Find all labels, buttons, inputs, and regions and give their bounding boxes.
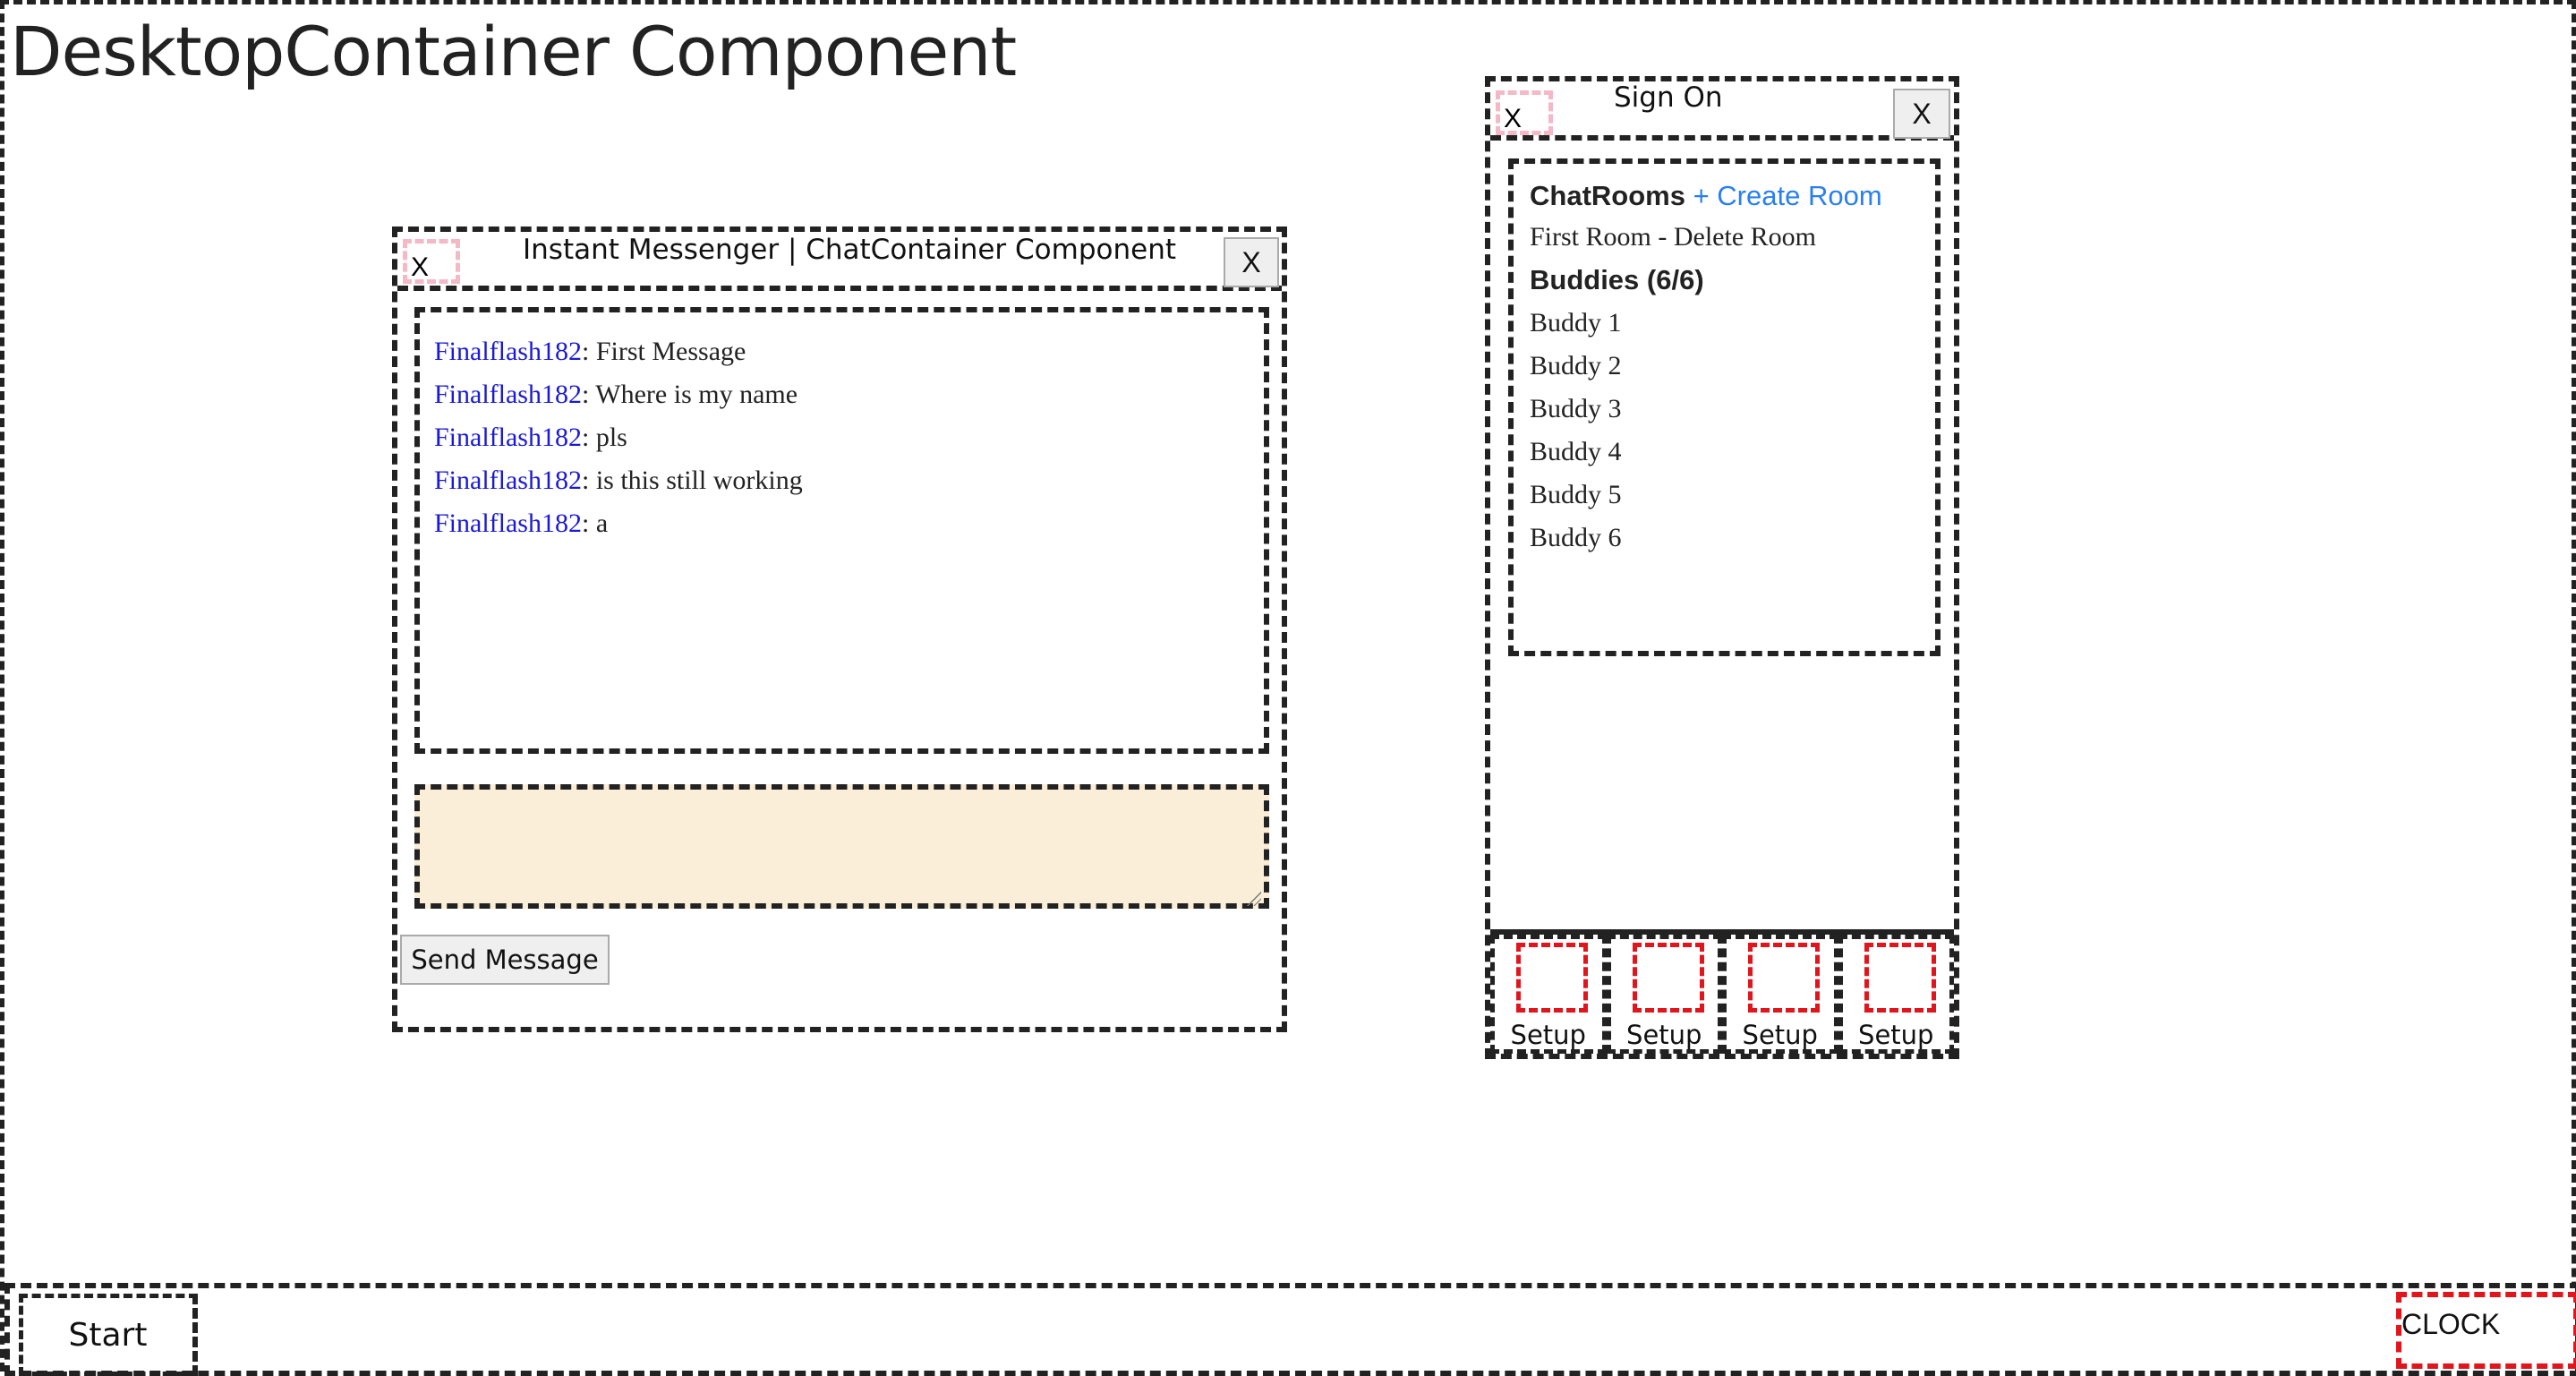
- message-username[interactable]: Finalflash182: [434, 509, 582, 538]
- message-username[interactable]: Finalflash182: [434, 380, 582, 409]
- setup-button[interactable]: Setup: [1490, 935, 1607, 1054]
- buddy-item[interactable]: Buddy 4: [1530, 437, 1622, 466]
- create-room-link[interactable]: + Create Room: [1693, 180, 1882, 211]
- buddy-list: ChatRooms + Create Room First Room - Del…: [1508, 158, 1941, 656]
- desktop-title: DesktopContainer Component: [10, 12, 1017, 91]
- signon-window-title: Sign On: [1614, 81, 1723, 114]
- im-window: X Instant Messenger | ChatContainer Comp…: [392, 226, 1287, 1032]
- setup-label: Setup: [1510, 1020, 1586, 1050]
- chatrooms-label: ChatRooms: [1530, 180, 1685, 211]
- message-input[interactable]: [414, 784, 1269, 909]
- setup-icon: [1748, 943, 1820, 1013]
- chatrooms-heading: ChatRooms + Create Room: [1530, 176, 1935, 216]
- im-window-title: Instant Messenger | ChatContainer Compon…: [523, 234, 1176, 266]
- signon-minimize-button[interactable]: X: [1496, 90, 1553, 135]
- setup-label: Setup: [1858, 1020, 1934, 1050]
- setup-button[interactable]: Setup: [1722, 935, 1838, 1054]
- buddy-item[interactable]: Buddy 1: [1530, 308, 1622, 338]
- setup-button[interactable]: Setup: [1606, 935, 1722, 1054]
- message-item: Finalflash182: pls: [434, 416, 1264, 459]
- setup-icon: [1864, 943, 1936, 1013]
- clock: CLOCK: [2396, 1292, 2576, 1369]
- send-message-button[interactable]: Send Message: [400, 935, 610, 985]
- message-item: Finalflash182: First Message: [434, 330, 1264, 373]
- message-username[interactable]: Finalflash182: [434, 466, 582, 495]
- setup-bar: Setup Setup Setup Setup: [1490, 929, 1954, 1054]
- im-close-button[interactable]: X: [1224, 237, 1279, 287]
- message-list: Finalflash182: First Message Finalflash1…: [414, 307, 1269, 754]
- buddies-heading: Buddies (6/6): [1530, 264, 1704, 295]
- signon-close-button[interactable]: X: [1893, 89, 1950, 139]
- im-titlebar[interactable]: X Instant Messenger | ChatContainer Comp…: [397, 232, 1282, 291]
- buddy-item[interactable]: Buddy 5: [1530, 480, 1622, 509]
- message-text: : First Message: [582, 337, 746, 366]
- resize-grip-icon[interactable]: [1247, 892, 1261, 906]
- buddy-item[interactable]: Buddy 3: [1530, 394, 1622, 423]
- message-username[interactable]: Finalflash182: [434, 337, 582, 366]
- setup-icon: [1632, 943, 1704, 1013]
- im-minimize-button[interactable]: X: [403, 239, 460, 284]
- setup-label: Setup: [1626, 1020, 1702, 1050]
- taskbar: Start CLOCK: [4, 1283, 2576, 1376]
- signon-window: X Sign On X ChatRooms + Create Room Firs…: [1485, 76, 1959, 1059]
- message-username[interactable]: Finalflash182: [434, 423, 582, 452]
- message-item: Finalflash182: Where is my name: [434, 373, 1264, 416]
- buddy-item[interactable]: Buddy 2: [1530, 351, 1622, 380]
- buddy-item[interactable]: Buddy 6: [1530, 523, 1622, 552]
- setup-button[interactable]: Setup: [1838, 935, 1954, 1054]
- setup-icon: [1516, 943, 1588, 1013]
- message-text: : pls: [582, 423, 627, 452]
- setup-label: Setup: [1742, 1020, 1818, 1050]
- signon-titlebar[interactable]: X Sign On X: [1490, 81, 1954, 141]
- message-item: Finalflash182: a: [434, 502, 1264, 545]
- message-item: Finalflash182: is this still working: [434, 459, 1264, 502]
- room-item[interactable]: First Room - Delete Room: [1530, 222, 1816, 252]
- message-text: : is this still working: [582, 466, 803, 495]
- message-text: : Where is my name: [582, 380, 798, 409]
- message-text: : a: [582, 509, 609, 538]
- start-button[interactable]: Start: [19, 1294, 198, 1376]
